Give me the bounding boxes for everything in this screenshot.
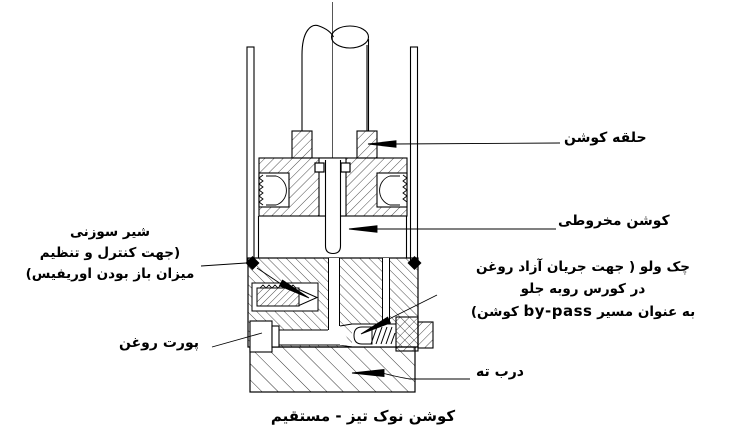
label-oil-port: پورت روغن <box>119 335 199 351</box>
arrow-end-cap <box>351 368 385 378</box>
label-needle-valve: شیر سوزنی (جهت کنترل و تنظیم میزان باز ب… <box>8 222 212 285</box>
check-valve-line2: در کورس روبه جلو <box>520 281 646 297</box>
label-end-cap: درب ته <box>476 364 524 380</box>
seal-dot-left <box>245 256 260 270</box>
arrow-needle-valve <box>278 279 310 299</box>
seal-dot-right <box>407 256 422 270</box>
check-valve-line1: چک ولو ( جهت جریان آزاد روغن <box>475 259 691 275</box>
needle-valve-line2: (جهت کنترل و تنظیم <box>39 245 181 261</box>
cushion-ring-left <box>291 130 313 159</box>
oil-port-boss <box>249 320 280 353</box>
leader-lines <box>200 140 561 380</box>
check-valve-line3-b: کوشن) <box>470 304 519 320</box>
arrow-check-valve <box>360 316 392 335</box>
check-valve-line3-a: به عنوان مسیر <box>597 304 696 320</box>
needle-valve-line1: شیر سوزنی <box>69 224 151 240</box>
label-conical-cushion: کوشن مخروطی <box>558 213 670 229</box>
oil-passages <box>278 258 353 348</box>
label-cushion-ring: حلقه کوشن <box>564 130 647 146</box>
check-valve-line3: به عنوان مسیر by-pass کوشن) <box>440 300 726 323</box>
piston-rod <box>301 24 370 131</box>
check-valve-line3-latin: by-pass <box>523 302 593 320</box>
cylinder-tube-left <box>246 46 255 263</box>
valve-feed-passage <box>382 258 390 324</box>
right-port-plug <box>395 316 434 352</box>
label-check-valve: چک ولو ( جهت جریان آزاد روغن در کورس روب… <box>440 256 726 323</box>
needle-valve-line3: میزان باز بودن اوریفیس) <box>25 266 195 282</box>
chamber-walls <box>257 216 408 258</box>
cylinder-tube-right <box>409 46 419 263</box>
diagram-caption: کوشن نوک تیز - مستقیم <box>270 407 456 425</box>
end-cap <box>249 346 416 393</box>
arrow-conical-cushion <box>348 225 378 233</box>
conical-cushion-spear <box>324 160 342 255</box>
